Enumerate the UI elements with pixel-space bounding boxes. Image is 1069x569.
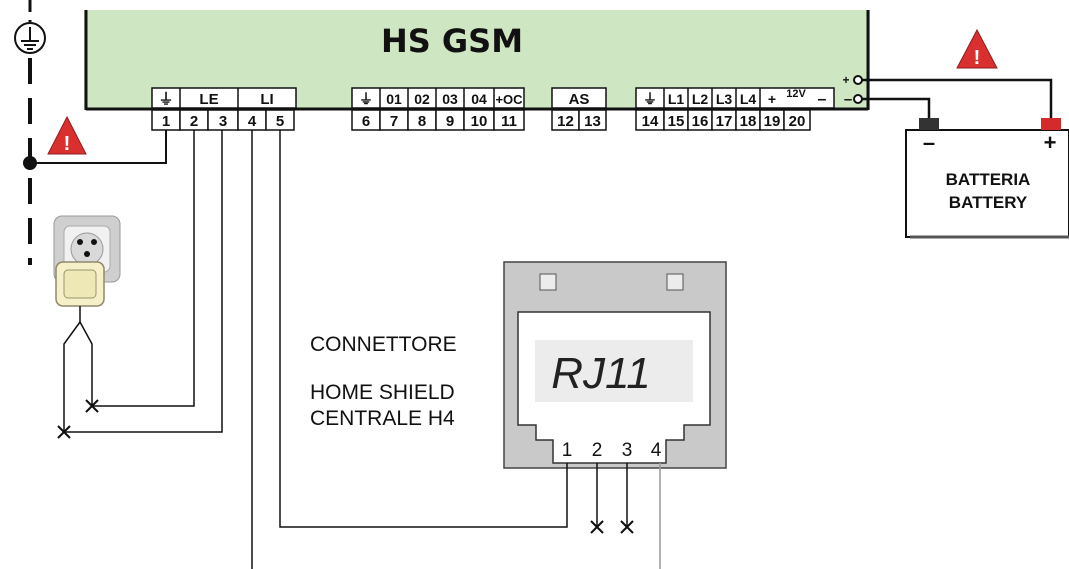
warning-icon: !	[64, 133, 71, 155]
warning-icon: !	[974, 47, 981, 69]
battery-minus-label: –	[923, 130, 935, 155]
terminal-cell	[493, 109, 525, 131]
output-oc-label: +OC	[495, 92, 523, 107]
wire-power-plus	[862, 78, 1053, 118]
wire-end-markers	[57, 399, 634, 534]
output-01-label: 01	[386, 91, 402, 107]
input-l2-label: L2	[692, 91, 709, 107]
battery-plus-label: +	[1044, 130, 1057, 155]
power-minus-label: –	[844, 91, 852, 108]
hs-gsm-module: HS GSM ⏚ LE LI ⏚ 01 02 03 04 +OC AS	[84, 10, 870, 131]
rj11-pin-4: 4	[651, 440, 662, 461]
control-ground-icon: ⏚	[359, 91, 373, 107]
terminal-number-4: 4	[248, 113, 257, 130]
terminal-group-headers: ⏚ LE LI ⏚ 01 02 03 04 +OC AS ⏚ L1	[151, 87, 835, 109]
terminal-number-12: 12	[557, 113, 574, 130]
terminal-number-18: 18	[740, 113, 757, 130]
wire-terminal-3-plug	[64, 130, 223, 433]
terminal-number-19: 19	[764, 113, 781, 130]
wire-terminal-5-rj11	[279, 130, 568, 528]
v12-plus-label: +	[768, 91, 776, 107]
as-group-label: AS	[569, 91, 590, 108]
terminal-cell	[578, 109, 607, 131]
connector-label-line1: CONNETTORE	[310, 333, 457, 356]
terminal-number-1: 1	[162, 113, 170, 130]
terminal-number-13: 13	[584, 113, 601, 130]
v12-minus-label: –	[818, 91, 827, 108]
rj11-pin-2: 2	[592, 440, 603, 461]
connector-description: CONNETTORE HOME SHIELD CENTRALE H4	[310, 333, 457, 430]
v12-value-label: 12V	[786, 88, 806, 100]
terminal-number-11: 11	[501, 113, 517, 130]
wire-power-minus	[862, 97, 931, 118]
terminal-number-6: 6	[362, 113, 370, 130]
warning-triangle-right: !	[956, 28, 998, 69]
wire-terminal-2-plug	[92, 130, 195, 407]
terminal-number-3: 3	[219, 113, 227, 130]
terminal-cell	[783, 109, 811, 131]
terminal-number-16: 16	[692, 113, 709, 130]
terminal-number-14: 14	[642, 113, 659, 130]
input-l1-label: L1	[668, 91, 685, 107]
terminal-number-9: 9	[446, 113, 454, 130]
terminal-number-20: 20	[789, 113, 806, 130]
input-l3-label: L3	[716, 91, 733, 107]
battery-negative-terminal	[919, 118, 939, 130]
warning-triangle-left: !	[47, 115, 87, 155]
li-group-label: LI	[260, 91, 273, 108]
terminal-number-5: 5	[276, 113, 284, 130]
terminal-number-8: 8	[418, 113, 426, 130]
module-title: HS GSM	[381, 22, 523, 60]
earth-ground-reference	[14, 0, 46, 265]
battery-label-english: BATTERY	[949, 193, 1028, 212]
terminal-number-17: 17	[716, 113, 733, 130]
wire-terminal-1-earth	[30, 130, 167, 164]
terminal-number-10: 10	[471, 113, 488, 130]
rj11-pin-1: 1	[562, 440, 573, 461]
terminal-number-7: 7	[390, 113, 398, 130]
terminal-number-15: 15	[668, 113, 685, 130]
ground-terminal-icon: ⏚	[158, 91, 173, 108]
rj11-connector: RJ11 1 2 3 4	[503, 261, 727, 469]
battery-label-italian: BATTERIA	[946, 170, 1031, 189]
terminal-number-2: 2	[190, 113, 198, 130]
telephone-plug	[55, 261, 105, 432]
battery-positive-terminal	[1041, 118, 1061, 130]
connector-label-line3: CENTRALE H4	[310, 407, 455, 430]
output-02-label: 02	[414, 91, 430, 107]
battery: – + BATTERIA BATTERY	[905, 118, 1069, 239]
input-ground-icon: ⏚	[643, 91, 657, 107]
le-group-label: LE	[199, 91, 218, 108]
earth-ground-icon	[14, 22, 46, 54]
power-plus-label: +	[842, 73, 849, 87]
rj11-model-label: RJ11	[551, 349, 650, 398]
input-l4-label: L4	[740, 91, 757, 107]
output-03-label: 03	[442, 91, 458, 107]
connector-label-line2: HOME SHIELD	[310, 381, 455, 404]
output-04-label: 04	[471, 91, 487, 107]
rj11-pin-3: 3	[622, 440, 633, 461]
wires	[30, 78, 1053, 569]
